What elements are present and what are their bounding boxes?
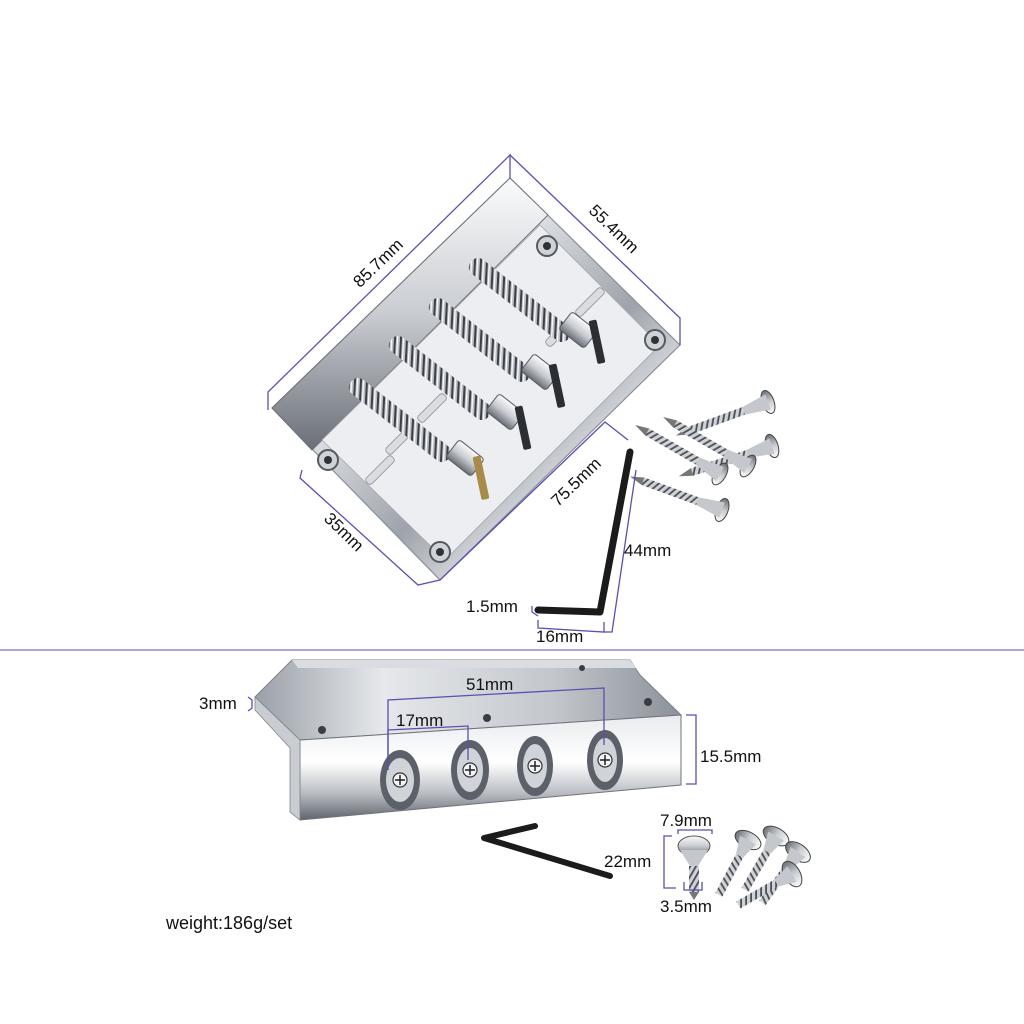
dim-allen-long: 44mm xyxy=(624,541,671,560)
weight-label: weight:186g/set xyxy=(165,913,292,933)
mounting-holes xyxy=(317,235,666,563)
bridge-top-view xyxy=(271,177,681,581)
dim-height: 15.5mm xyxy=(700,747,761,766)
dim-allen-short: 16mm xyxy=(536,627,583,646)
screws-top-view xyxy=(629,390,780,522)
dim-width-55-4: 55.4mm xyxy=(585,201,642,257)
dim-screw-length: 22mm xyxy=(604,852,651,871)
dim-length-85-7: 85.7mm xyxy=(349,235,406,291)
saddle-2 xyxy=(428,297,566,408)
allen-key-top-view xyxy=(531,448,637,633)
bridge-back-wall xyxy=(271,177,549,451)
dim-screw-head: 7.9mm xyxy=(660,811,712,830)
dim-saddle-span: 51mm xyxy=(466,675,513,694)
dim-screw-shank: 3.5mm xyxy=(660,897,712,916)
allen-key-side-view xyxy=(481,823,613,879)
saddle-1 xyxy=(468,257,606,364)
saddle-3 xyxy=(388,335,532,450)
side-view-dimension-lines xyxy=(247,687,697,785)
top-view-dimension-lines xyxy=(267,153,681,586)
screw-dimension-detail xyxy=(663,829,713,900)
dim-saddle-spacing: 17mm xyxy=(396,711,443,730)
screws-side-view xyxy=(715,825,811,909)
dim-allen-thickness: 1.5mm xyxy=(466,597,518,616)
saddle-4 xyxy=(348,377,490,500)
dim-plate-thickness: 3mm xyxy=(199,694,237,713)
bridge-side-view xyxy=(254,659,683,821)
saddle-screw-openings xyxy=(380,730,623,810)
